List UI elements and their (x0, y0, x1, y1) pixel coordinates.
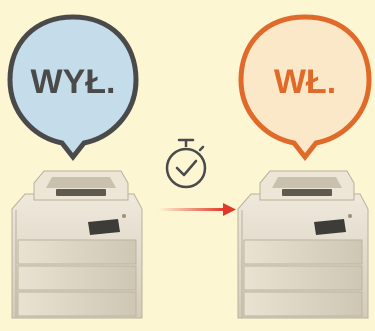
printer-left (12, 171, 142, 318)
speech-bubble-on: WŁ. (241, 17, 369, 157)
speech-bubble-off: WYŁ. (10, 17, 136, 157)
stopwatch-check-icon (167, 140, 205, 187)
printer-right (238, 171, 368, 318)
speech-bubble-on-label: WŁ. (274, 63, 336, 101)
arrow-right-icon (158, 203, 236, 216)
speech-bubble-off-label: WYŁ. (31, 63, 116, 101)
